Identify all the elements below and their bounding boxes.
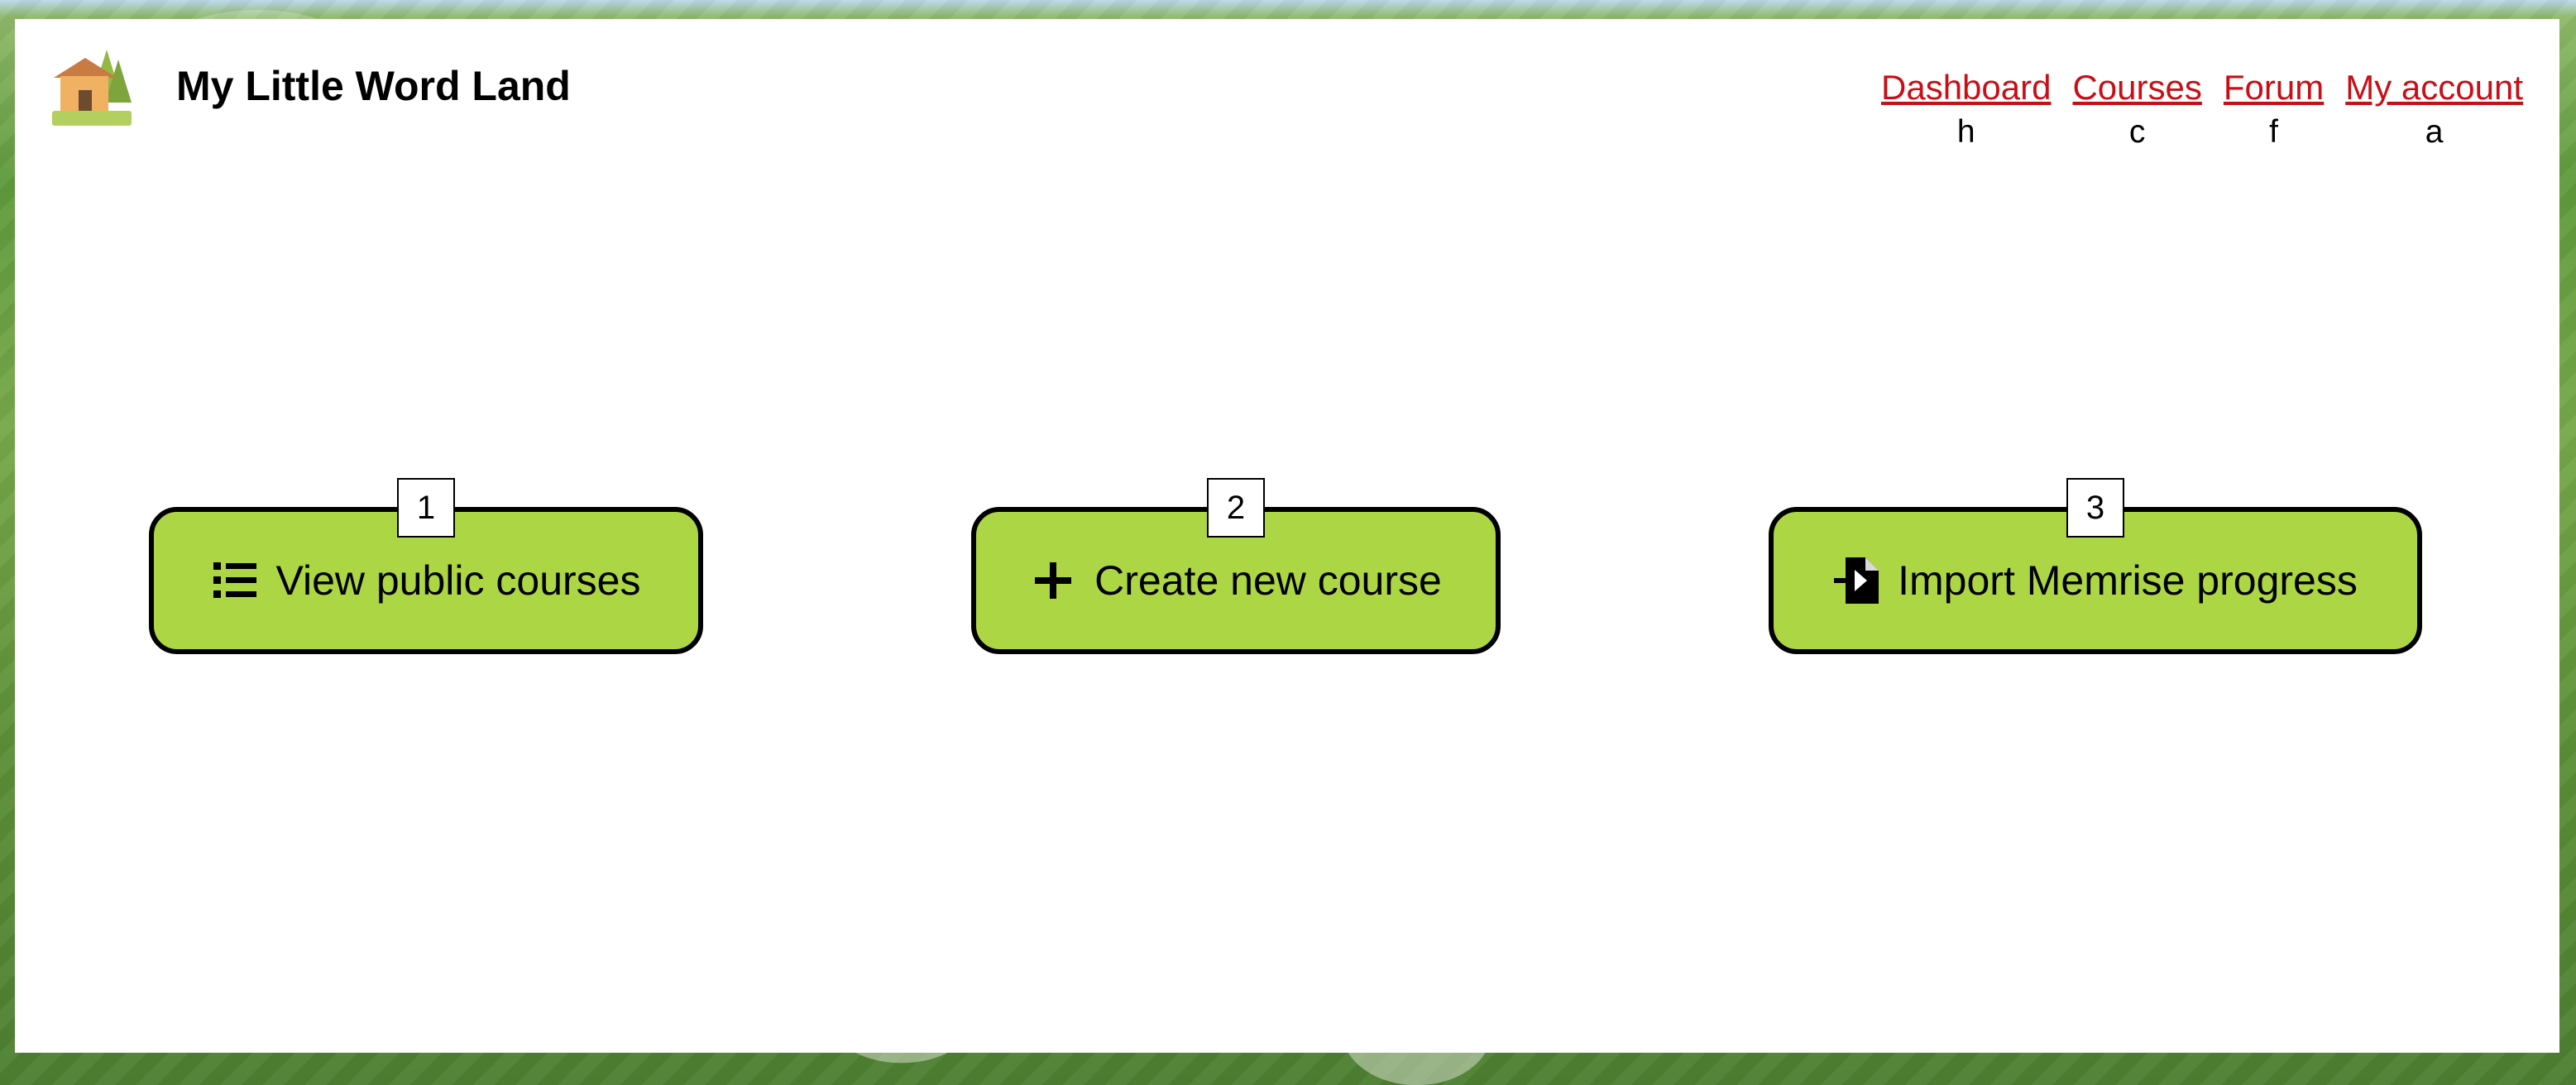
forum-shortcut: f (2269, 114, 2278, 150)
create-new-course-button[interactable]: 2 Create new course (971, 478, 1501, 654)
action-number-badge: 3 (2066, 478, 2124, 538)
nav-item-dashboard: Dashboard h (1881, 68, 2052, 150)
courses-link[interactable]: Courses (2072, 68, 2202, 107)
my-account-shortcut: a (2425, 114, 2444, 150)
courses-shortcut: c (2128, 114, 2146, 150)
list-icon (212, 557, 258, 604)
create-new-course-label: Create new course (1094, 557, 1442, 604)
house-tree-icon (50, 45, 133, 127)
nav-item-forum: Forum f (2223, 68, 2325, 150)
view-public-courses-button[interactable]: 1 View public courses (149, 478, 703, 654)
import-memrise-progress-label: Import Memrise progress (1898, 557, 2358, 604)
site-title: My Little Word Land (176, 63, 571, 109)
my-account-link[interactable]: My account (2345, 68, 2523, 107)
nav-item-courses: Courses c (2072, 68, 2202, 150)
view-public-courses-label: View public courses (275, 557, 641, 604)
forum-link[interactable]: Forum (2223, 68, 2325, 107)
dashboard-link[interactable]: Dashboard (1881, 68, 2052, 107)
action-number-badge: 1 (397, 478, 455, 538)
main-panel: My Little Word Land Dashboard h Courses … (15, 19, 2559, 1053)
dashboard-shortcut: h (1956, 114, 1975, 150)
plus-icon (1030, 557, 1076, 604)
top-navigation: Dashboard h Courses c Forum f My account… (1881, 68, 2523, 150)
import-memrise-progress-button[interactable]: 3 Import Memrise progress (1769, 478, 2422, 654)
action-number-badge: 2 (1207, 478, 1265, 538)
file-import-icon (1833, 557, 1879, 604)
nav-item-my-account: My account a (2345, 68, 2523, 150)
site-brand: My Little Word Land (50, 45, 571, 127)
